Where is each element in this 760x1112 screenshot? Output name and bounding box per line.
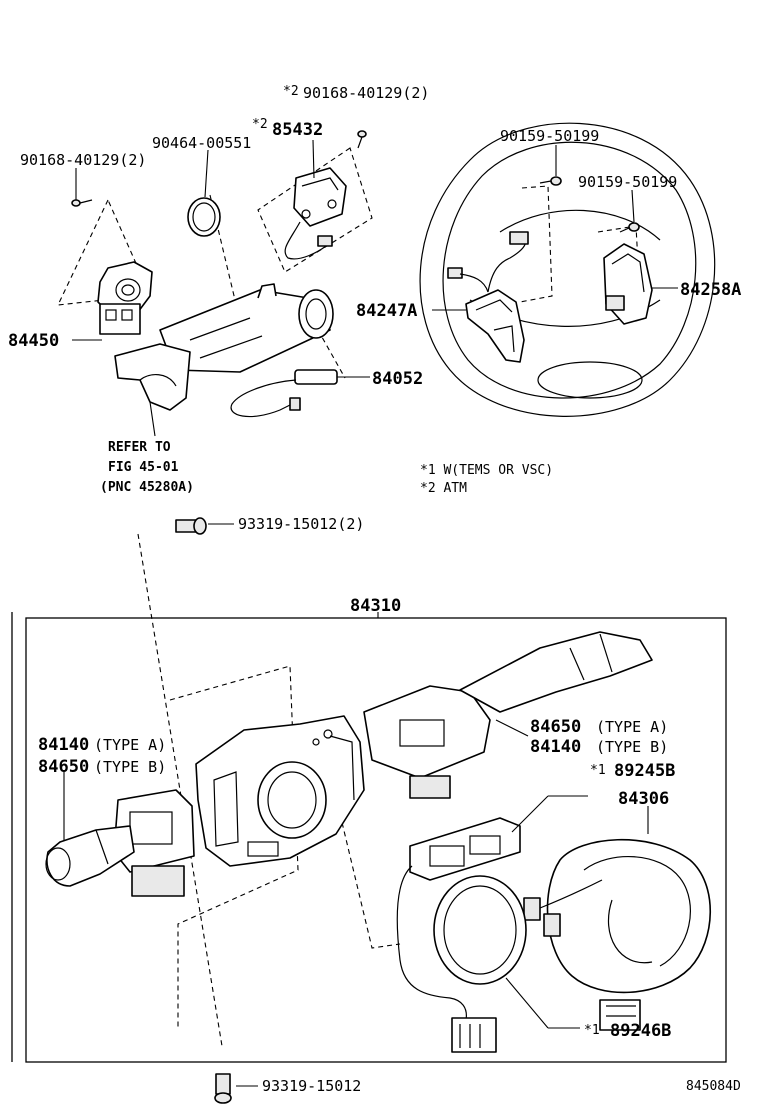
screw-93319-bottom-icon	[214, 1073, 232, 1104]
label-84650-right: 84650	[530, 717, 581, 737]
mark-85432: *2	[252, 117, 268, 132]
refer-note-line3: (PNC 45280A)	[100, 480, 194, 495]
steering-column-icon	[159, 283, 334, 373]
label-90159-50199-b: 90159-50199	[578, 173, 677, 191]
label-84306-visible: 84306	[618, 789, 669, 809]
label-84310: 84310	[350, 596, 401, 616]
steering-wheel-group	[419, 122, 716, 417]
label-84650-right-type: (TYPE A)	[596, 718, 668, 736]
note-1: *1 W(TEMS OR VSC)	[420, 463, 553, 478]
sensor-89245B-icon	[396, 817, 521, 1053]
label-84450: 84450	[8, 331, 59, 351]
label-90159-50199-a: 90159-50199	[500, 127, 599, 145]
screw-90168-left-icon	[71, 199, 93, 207]
label-85432: 85432	[272, 120, 323, 140]
wiper-switch-right-icon	[363, 631, 653, 799]
ignition-switch-85432-icon	[284, 167, 347, 260]
mark-89245B: *1	[590, 763, 606, 778]
light-switch-left-icon	[45, 789, 195, 897]
screw-90159-b-icon	[619, 222, 640, 233]
label-89245B: 89245B	[614, 761, 675, 781]
label-90168-40129-left: 90168-40129(2)	[20, 151, 146, 169]
label-84258A: 84258A	[680, 280, 741, 300]
label-89246B: 89246B	[610, 1021, 671, 1041]
screw-93319-top-icon	[175, 517, 207, 535]
assembly-frame	[25, 617, 727, 1063]
label-84140-right: 84140	[530, 737, 581, 757]
label-84650-left: 84650	[38, 757, 89, 777]
switch-84450-icon	[97, 261, 153, 335]
column-cover-icon	[114, 343, 191, 411]
note-2: *2 ATM	[420, 481, 467, 496]
refer-note-line1: REFER TO	[108, 440, 171, 455]
screw-90168-top-icon	[357, 130, 367, 149]
label-93319-15012-bottom: 93319-15012	[262, 1077, 361, 1095]
label-90168-40129-top: 90168-40129(2)	[303, 84, 429, 102]
switch-84258A-icon	[603, 243, 653, 325]
switch-84247A-icon	[447, 231, 529, 363]
clamp-ring-icon	[187, 197, 221, 237]
screw-90159-a-icon	[539, 176, 562, 186]
mark-89246B: *1	[584, 1023, 600, 1038]
label-84650-left-type: (TYPE B)	[94, 758, 166, 776]
spiral-cable-84306-icon	[523, 838, 712, 1031]
figure-id: 845084D	[686, 1079, 741, 1094]
ring-89246B-icon	[433, 875, 527, 985]
cable-84052-icon	[230, 369, 338, 418]
label-90464-00551: 90464-00551	[152, 134, 251, 152]
label-84140-left-type: (TYPE A)	[94, 736, 166, 754]
label-84247A: 84247A	[356, 301, 417, 321]
label-84140-left: 84140	[38, 735, 89, 755]
column-assembly-group	[57, 130, 373, 437]
label-84052: 84052	[372, 369, 423, 389]
label-93319-15012-top: 93319-15012(2)	[238, 515, 364, 533]
label-84140-right-type: (TYPE B)	[596, 738, 668, 756]
refer-note-line2: FIG 45-01	[108, 460, 179, 475]
mark-90168-top: *2	[283, 84, 299, 99]
switch-body-84310-icon	[195, 715, 365, 867]
